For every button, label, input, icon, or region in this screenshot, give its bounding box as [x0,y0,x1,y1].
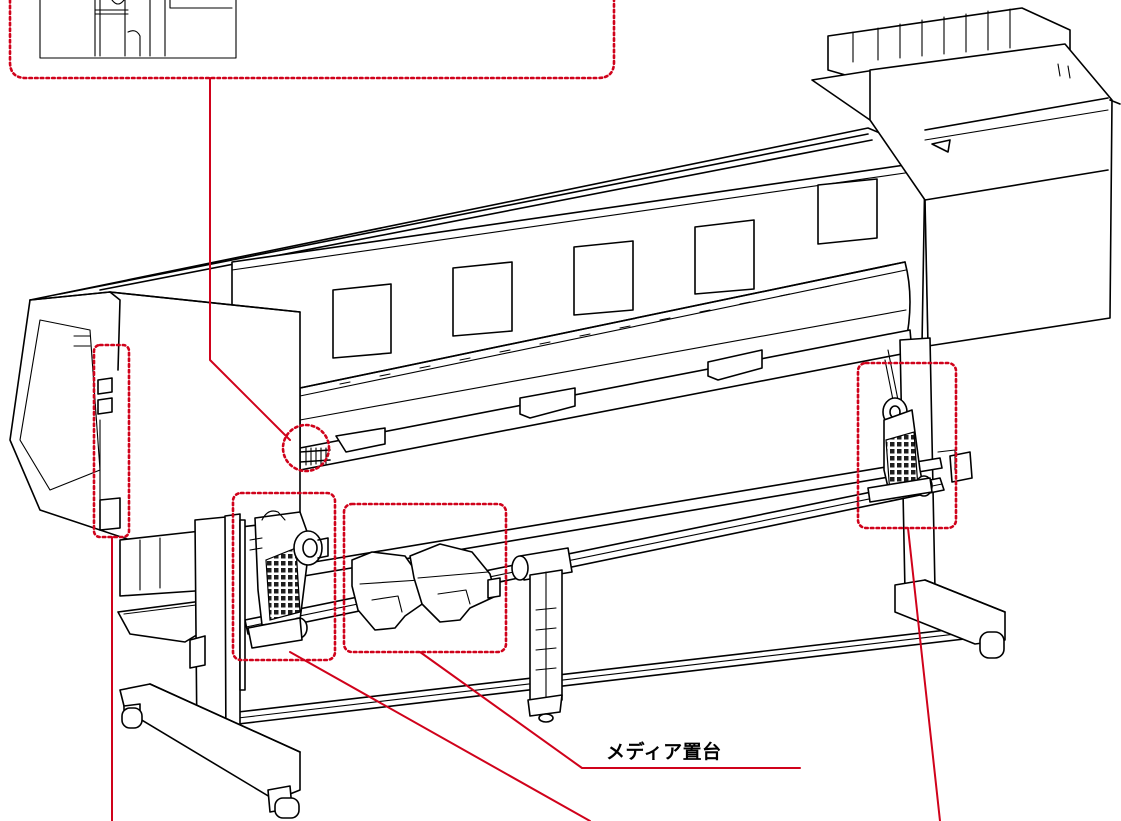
media-stand-label: メディア置台 [606,741,722,763]
printer-body [29,127,926,471]
tray [117,599,211,643]
left-roll-holder [247,510,329,649]
right-roll-holder [867,397,973,503]
leader-lines [111,77,941,821]
center-support [511,547,573,723]
zoom-inset [8,0,616,80]
media-stand [351,543,501,631]
ink-cartridge-unit [811,7,1121,347]
media-roll-shafts [239,457,945,691]
left-side-unit [9,291,301,597]
rear-crossbar [237,624,991,725]
